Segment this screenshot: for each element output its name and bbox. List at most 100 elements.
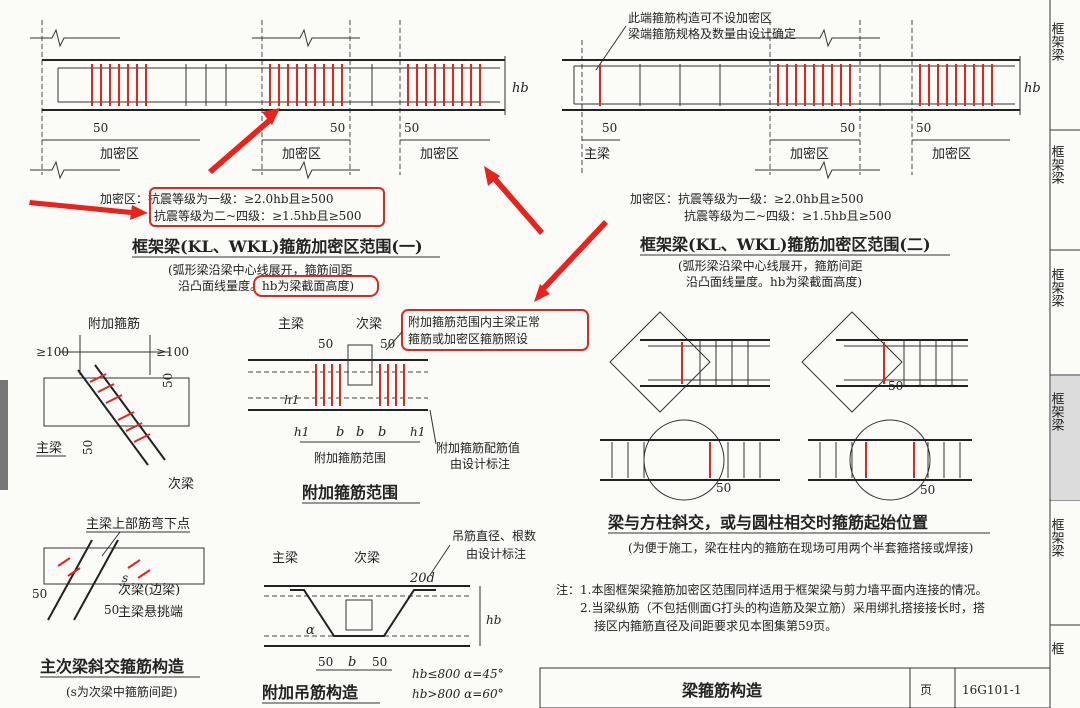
fig7-title: 附加吊筋构造 — [262, 683, 359, 702]
fig6-sec-edge: 次梁(边梁) — [118, 582, 180, 598]
fig7-hb: hb — [486, 613, 501, 627]
fig7-rule-1: hb≤800 α=45° — [412, 667, 504, 681]
right-title-strip: 框架梁 框架梁 框架梁 框架梁 框架梁 框 — [1049, 0, 1080, 708]
fig7-dim-50-b: 50 — [372, 655, 387, 669]
fig4-b-1: b — [336, 425, 344, 440]
strip-cell-5: 框架梁 — [1049, 518, 1065, 557]
fig3-dim-50b: 50 — [81, 440, 95, 455]
fig1-hb: hb — [512, 81, 529, 96]
fig4-title: 附加箍筋范围 — [302, 483, 398, 502]
title-block-title: 梁箍筋构造 — [681, 681, 763, 700]
fig2-top-note-1: 此端箍筋构造可不设加密区 — [628, 10, 772, 25]
fig3-sec-beam: 次梁 — [168, 476, 194, 492]
fig2-hb: hb — [1024, 81, 1041, 96]
fig4-range-label: 附加箍筋范围 — [314, 450, 386, 465]
fig1-note-highlight — [253, 275, 379, 297]
fig3-dim-50: 50 — [161, 373, 175, 388]
fig6-dim-50-b: 50 — [104, 603, 119, 617]
fig1-dim-50-a: 50 — [93, 121, 108, 135]
fig1-dense-label-a: 加密区 — [100, 146, 139, 162]
fig7-dim-50-a: 50 — [318, 655, 333, 669]
fig4-sec-beam: 次梁 — [356, 316, 382, 332]
fig2-main-beam: 主梁 — [584, 147, 610, 162]
fig3-dim-100-b: ≥100 — [156, 345, 189, 359]
fig7-sec-beam: 次梁 — [354, 550, 380, 566]
fig1-dense-label-b: 加密区 — [282, 146, 321, 162]
fig2-title: 框架梁(KL、WKL)箍筋加密区范围(二) — [640, 235, 931, 254]
fig2-dim-50-a: 50 — [602, 121, 617, 135]
strip-cell-1: 框架梁 — [1049, 22, 1065, 61]
fig1-rule-1: 加密区：抗震等级为一级：≥2.0hb且≥500 — [100, 191, 334, 206]
strip-cell-2: 框架梁 — [1049, 145, 1065, 184]
fig4-callout-highlight — [401, 309, 589, 351]
fig6-dim-50-a: 50 — [32, 587, 47, 601]
fig5-note: (为便于施工，梁在柱内的箍筋在现场可用两个半套箍搭接或焊接) — [628, 540, 973, 555]
fig4-callout-1: 附加箍筋范围内主梁正常 — [408, 314, 540, 329]
fig1-dim-50-c: 50 — [404, 121, 419, 135]
fig4-h1-c: h1 — [410, 425, 425, 439]
fig4-spec-1: 附加箍筋配筋值 — [436, 440, 520, 455]
general-notes: 注：1.本图框架梁箍筋加密区范围同样适用于框架梁与剪力墙平面内连接的情况。 2.… — [556, 582, 987, 633]
fig7-alpha: α — [306, 623, 315, 638]
fig4-spec-2: 由设计标注 — [450, 456, 510, 471]
fig6-oblique-beams: 主梁上部筋弯下点 s 次梁(边梁) 主梁悬挑端 50 50 主次梁斜交箍筋构造 … — [32, 516, 205, 699]
note-line-1: 注：1.本图框架梁箍筋加密区范围同样适用于框架梁与剪力墙平面内连接的情况。 — [556, 582, 987, 597]
strip-cell-6: 框 — [1049, 642, 1065, 655]
fig2-rule-2: 抗震等级为二~四级：≥1.5hb且≥500 — [684, 208, 892, 223]
fig7-hanger-bars: 主梁 次梁 吊筋直径、根数 由设计标注 20d α hb 50 b 50 附加吊… — [262, 528, 536, 704]
fig1-title: 框架梁(KL、WKL)箍筋加密区范围(一) — [132, 237, 423, 256]
fig4-main-beam: 主梁 — [278, 317, 304, 332]
fig1-note-1: (弧形梁沿梁中心线展开，箍筋间距 — [168, 262, 353, 277]
fig1-beam-dense-zone-1: 50 50 50 加密区 加密区 加密区 hb 加密区：抗震等级为一级：≥2.0… — [29, 20, 544, 297]
note-line-2: 2.当梁纵筋（不包括侧面G打头的构造筋及架立筋）采用绑扎搭接接长时，搭 — [580, 600, 985, 615]
red-arrow-4 — [540, 220, 608, 292]
fig6-note: (s为次梁中箍筋间距) — [66, 684, 178, 699]
fig1-dense-label-c: 加密区 — [420, 146, 459, 162]
fig2-note-1: (弧形梁沿梁中心线展开，箍筋间距 — [678, 258, 863, 273]
fig6-cantilever: 主梁悬挑端 — [118, 605, 183, 620]
fig7-20d: 20d — [409, 571, 435, 586]
red-arrow-2 — [29, 200, 132, 215]
title-block-atlas-no: 16G101-1 — [962, 683, 1021, 697]
fig4-extra-stirrup-range: 主梁 次梁 50 50 h1 h1 b b b h1 附加箍筋范围 附加箍筋配筋… — [248, 220, 608, 504]
fig1-dim-50-b: 50 — [330, 121, 345, 135]
fig1-note-2: 沿凸面线量度。hb为梁截面高度) — [178, 278, 354, 293]
fig3-extra-label: 附加箍筋 — [88, 316, 140, 332]
fig3-dim-100-a: ≥100 — [36, 345, 69, 359]
fig5-dim-50-c: 50 — [920, 483, 935, 497]
fig5-title: 梁与方柱斜交，或与圆柱相交时箍筋起始位置 — [607, 513, 928, 532]
fig4-h1-a: h1 — [284, 393, 299, 407]
fig4-callout-2: 箍筋或加密区箍筋照设 — [408, 331, 528, 346]
fig4-h1-b: h1 — [294, 425, 309, 439]
fig6-title: 主次梁斜交箍筋构造 — [40, 657, 185, 676]
fig2-top-note-2: 梁端箍筋规格及数量由设计确定 — [628, 26, 796, 41]
fig6-bend-point: 主梁上部筋弯下点 — [86, 516, 190, 532]
fig7-spec-2: 由设计标注 — [466, 546, 526, 561]
fig3-main-beam: 主梁 — [36, 441, 62, 456]
fig5-dim-50-a: 50 — [888, 379, 903, 393]
fig1-rule-2: 抗震等级为二~四级：≥1.5hb且≥500 — [154, 208, 362, 223]
fig2-dim-50-c: 50 — [916, 121, 931, 135]
fig2-dense-label-a: 加密区 — [790, 146, 829, 162]
title-block-page-label: 页 — [920, 683, 932, 697]
fig2-rule-1: 加密区：抗震等级为一级：≥2.0hb且≥500 — [630, 191, 864, 206]
fig4-b-3: b — [378, 425, 386, 440]
red-arrow-3 — [492, 176, 544, 235]
title-block: 梁箍筋构造 页 16G101-1 — [539, 667, 1051, 708]
fig7-main-beam: 主梁 — [272, 551, 298, 566]
fig4-dim-50-b: 50 — [380, 337, 395, 351]
fig1-rule-highlight — [149, 187, 385, 227]
fig7-rule-2: hb>800 α=60° — [412, 687, 504, 701]
red-arrow-1 — [208, 118, 272, 174]
fig2-dense-label-b: 加密区 — [932, 146, 971, 162]
fig2-beam-dense-zone-2: 此端箍筋构造可不设加密区 梁端箍筋规格及数量由设计确定 — [562, 10, 1041, 289]
fig4-b-2: b — [356, 425, 364, 440]
fig4-dim-50-a: 50 — [318, 337, 333, 351]
fig2-note-2: 沿凸面线量度。hb为梁截面高度) — [686, 274, 862, 289]
strip-cell-3: 框架梁 — [1049, 268, 1065, 307]
fig5-column-intersection: 50 50 50 梁与方柱斜交，或与圆柱相交时箍筋起始位置 (为便于施工，梁在柱… — [600, 311, 990, 555]
fig3-extra-stirrup: 附加箍筋 ≥100 ≥100 50 50 主梁 次梁 — [36, 316, 194, 492]
fig2-dim-50-b: 50 — [840, 121, 855, 135]
